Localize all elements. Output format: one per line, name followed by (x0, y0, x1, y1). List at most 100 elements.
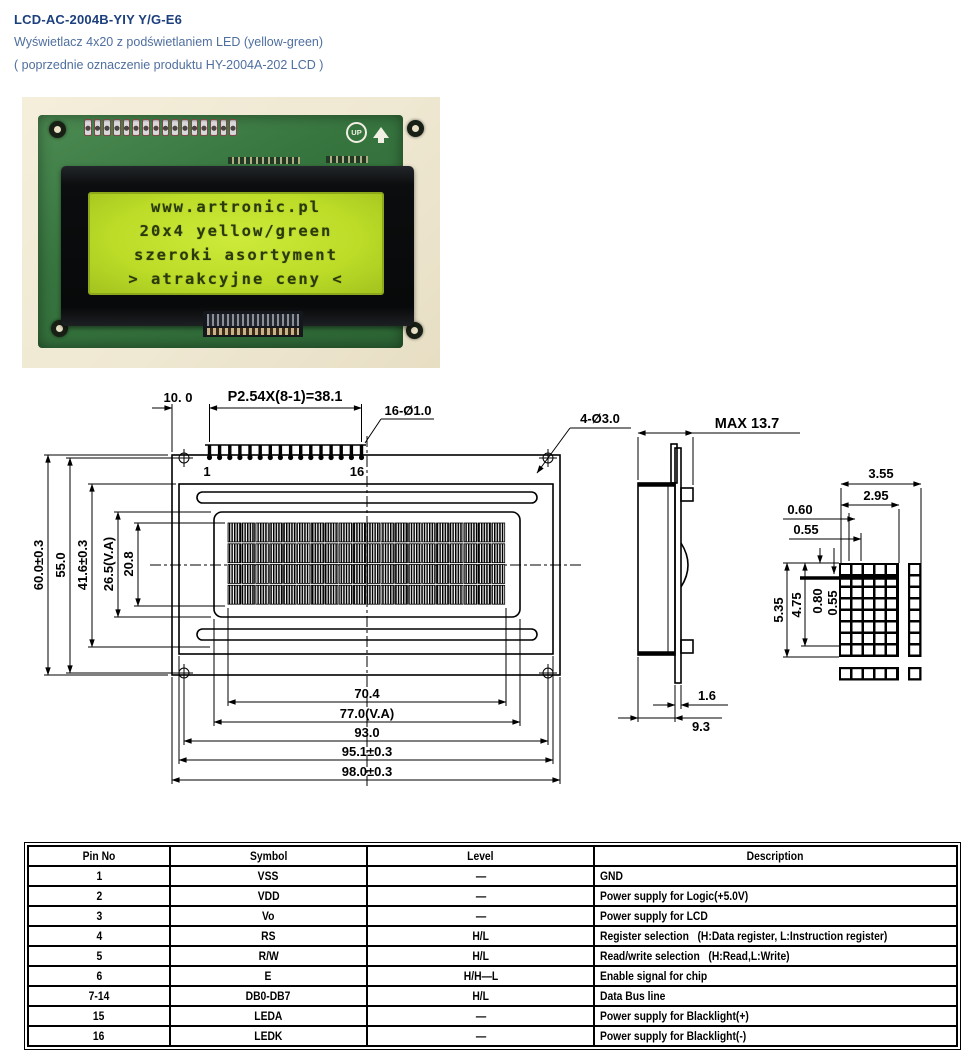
up-marking: UP (346, 122, 389, 143)
pin-table-cell: Enable signal for chip (593, 965, 958, 987)
pin-table-cell: VDD (169, 885, 368, 907)
pin-table-header-cell: Level (366, 845, 595, 867)
pin-table-cell: 3 (27, 905, 171, 927)
dim-dot-height: 0.80 (810, 588, 825, 613)
pin-table-cell: Vo (169, 905, 368, 927)
pin-table-cell: H/L (366, 985, 595, 1007)
pin-16-label: 16 (350, 464, 364, 479)
pin-table-cell: LEDK (169, 1025, 368, 1047)
technical-drawing: 1 16 10. 0 P2.54X(8-1)=38.1 16-Ø1.0 4-Ø3… (31, 389, 922, 786)
pin-table-cell: 5 (27, 945, 171, 967)
dim-left-offset: 10. 0 (164, 390, 193, 405)
pin-1-label: 1 (203, 464, 210, 479)
product-photo: UP www.artronic.pl 20x4 yellow/green sze… (22, 97, 440, 368)
pin-table-cell: H/L (366, 925, 595, 947)
dim-pin-pitch: P2.54X(8-1)=38.1 (228, 389, 343, 405)
mounting-hole (407, 120, 424, 137)
pin-table-cell: H/H—L (366, 965, 595, 987)
pin-pad (219, 119, 228, 136)
dim-char-width: 3.55 (868, 466, 893, 481)
pin-table-cell: — (366, 865, 595, 887)
pin-header-symbol (206, 445, 365, 461)
pin-table-header-cell: Symbol (169, 845, 368, 867)
product-title: LCD-AC-2004B-YIY Y/G-E6 (14, 12, 183, 27)
pin-table-cell: Power supply for Blacklight(-) (593, 1025, 958, 1047)
mounting-hole (49, 121, 66, 138)
pcb-board: UP www.artronic.pl 20x4 yellow/green sze… (38, 115, 424, 348)
dim-pcb-thickness: 1.6 (698, 688, 716, 703)
pin-table-cell: 6 (27, 965, 171, 987)
pin-pad (200, 119, 208, 136)
up-arrow-icon (373, 127, 389, 143)
pin-pad (229, 119, 237, 136)
pin-table-header-cell: Description (593, 845, 958, 867)
bottom-connector (203, 311, 303, 337)
pin-pad (84, 119, 92, 136)
pin-pad (180, 119, 189, 136)
pin-pad (190, 119, 199, 136)
solder-pad-row (228, 157, 300, 164)
lcd-text-line: > atrakcyjne ceny < (128, 270, 344, 288)
pixel-detail-view: 3.55 2.95 0.60 0.55 5.35 4.75 0.80 0.55 (771, 466, 922, 681)
pin-table-cell: E (169, 965, 368, 987)
pin-table-cell: — (366, 1025, 595, 1047)
pixel-grid (841, 565, 920, 679)
lcd-text-line: szeroki asortyment (134, 246, 338, 264)
dim-char-active-height: 4.75 (789, 592, 804, 617)
pin-pad (113, 119, 121, 136)
pin-table-cell: 4 (27, 925, 171, 947)
pin-table-cell: 2 (27, 885, 171, 907)
pin-table-cell: LEDA (169, 1005, 368, 1027)
dim-va-height: 26.5(V.A) (101, 537, 116, 591)
pin-table-cell: — (366, 885, 595, 907)
pin-table-cell: — (366, 1005, 595, 1027)
page-header: LCD-AC-2004B-YIY Y/G-E6 Wyświetlacz 4x20… (14, 8, 323, 77)
dim-dot-gap: 0.55 (793, 522, 818, 537)
dim-pin-holes: 16-Ø1.0 (385, 403, 432, 418)
pin-table-cell: H/L (366, 945, 595, 967)
pin-table-cell: 7-14 (27, 985, 171, 1007)
pin-table-cell: Data Bus line (593, 985, 958, 1007)
pin-table-cell: Power supply for Blacklight(+) (593, 1005, 958, 1027)
dim-dot-width: 0.60 (787, 502, 812, 517)
side-view: MAX 13.7 1.6 9.3 (618, 416, 800, 734)
dim-dot-height2: 0.55 (825, 590, 840, 615)
lcd-text-line: 20x4 yellow/green (139, 222, 333, 240)
pin-table-cell: DB0-DB7 (169, 985, 368, 1007)
pin-pad (132, 119, 141, 136)
pin-header-row (84, 119, 237, 136)
up-label: UP (346, 122, 367, 143)
pin-pad (103, 119, 112, 136)
pin-pad (171, 119, 179, 136)
pin-table-cell: Register selection (H:Data register, L:I… (593, 925, 958, 947)
pin-pad (93, 119, 102, 136)
dim-pcb-width: 98.0±0.3 (342, 764, 393, 779)
pin-pad (209, 119, 218, 136)
dim-char-area-width: 70.4 (354, 686, 380, 701)
dim-char-height: 5.35 (771, 597, 786, 622)
dim-hole-pitch-v: 55.0 (53, 552, 68, 577)
pin-table-cell: GND (593, 865, 958, 887)
dim-char-active-width: 2.95 (863, 488, 888, 503)
pin-pad (161, 119, 170, 136)
pin-table-cell: 15 (27, 1005, 171, 1027)
dim-pcb-height: 60.0±0.3 (31, 540, 46, 591)
dim-max-depth: MAX 13.7 (715, 416, 779, 432)
dim-char-area-height: 20.8 (121, 551, 136, 576)
lcd-screen: www.artronic.pl 20x4 yellow/green szerok… (88, 192, 384, 295)
dim-frame-height: 41.6±0.3 (75, 540, 90, 591)
product-previous-name: ( poprzednie oznaczenie produktu HY-2004… (14, 58, 324, 72)
pin-table-cell: Read/write selection (H:Read,L:Write) (593, 945, 958, 967)
